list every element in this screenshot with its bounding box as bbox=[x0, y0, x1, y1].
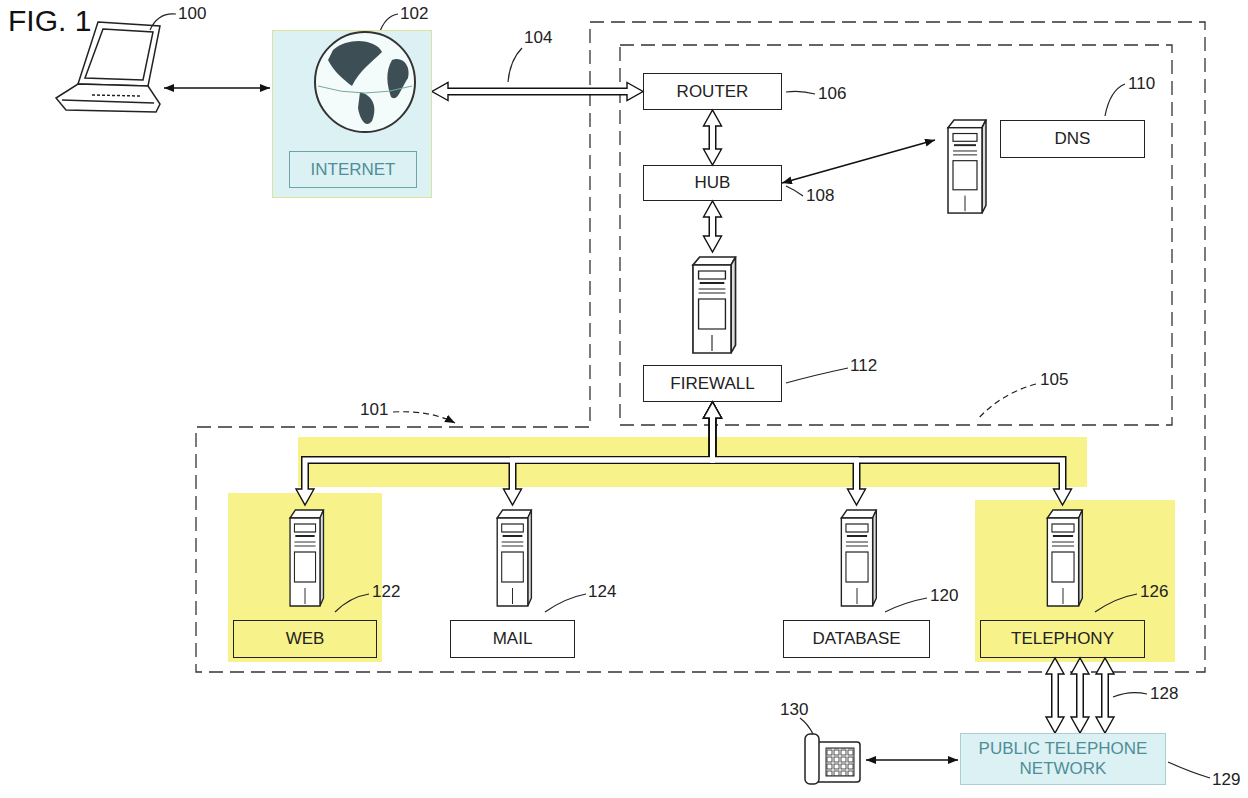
callout-holder: 102 bbox=[400, 4, 428, 24]
connector-core bbox=[305, 414, 713, 493]
callout-number: 106 bbox=[818, 84, 846, 104]
router-box: ROUTER bbox=[643, 73, 782, 110]
link-arrow bbox=[866, 759, 958, 761]
node-label: ROUTER bbox=[677, 82, 749, 102]
callout-number: 124 bbox=[588, 582, 616, 602]
firewall-server: FIREWALL bbox=[643, 252, 782, 402]
callout-holder: 105 bbox=[1040, 370, 1068, 390]
web-server: WEB bbox=[233, 505, 377, 658]
telephone-drawing bbox=[805, 734, 860, 784]
highlight-band bbox=[228, 493, 382, 662]
callout-holder: 108 bbox=[806, 186, 834, 206]
region-outline bbox=[196, 22, 1205, 672]
node-label: WEB bbox=[286, 629, 325, 649]
telephony-server: TELEPHONY bbox=[980, 505, 1145, 658]
callout-number: 130 bbox=[780, 700, 808, 720]
telephone-network: PUBLIC TELEPHONE NETWORK bbox=[960, 733, 1166, 785]
callout-holder: 129 bbox=[1212, 770, 1240, 790]
link-arrow bbox=[164, 87, 270, 89]
globe-drawing bbox=[315, 32, 415, 132]
callout-holder: 130 bbox=[780, 700, 808, 720]
callout-number: 110 bbox=[1128, 74, 1155, 94]
connector-core bbox=[444, 89, 631, 94]
label-box: WEB bbox=[233, 620, 377, 658]
connector bbox=[709, 120, 717, 155]
node-label: INTERNET bbox=[311, 160, 396, 180]
dns-server: DNS bbox=[935, 115, 1145, 215]
connector bbox=[713, 412, 1063, 495]
connector-core bbox=[710, 213, 715, 240]
figure-title: FIG. 1 bbox=[8, 4, 91, 39]
callout-number: 122 bbox=[372, 582, 400, 602]
hub-box: HUB bbox=[643, 165, 782, 201]
connector bbox=[305, 412, 713, 495]
callout-holder: 124 bbox=[588, 582, 616, 602]
callout-number: 112 bbox=[850, 356, 877, 376]
callout-holder: 100 bbox=[178, 4, 206, 24]
region-outline bbox=[620, 45, 1172, 425]
connector-core bbox=[710, 122, 715, 153]
node-label: DATABASE bbox=[812, 629, 900, 649]
server-icons bbox=[290, 120, 1082, 606]
figure-title-holder: FIG. 1 bbox=[8, 4, 91, 39]
callout-number: 104 bbox=[524, 28, 552, 48]
callout-holder: 104 bbox=[524, 28, 552, 48]
node-label: FIREWALL bbox=[670, 374, 754, 394]
label-box: DATABASE bbox=[783, 620, 930, 658]
connector bbox=[1076, 668, 1084, 723]
label-box: DNS bbox=[1000, 120, 1145, 158]
callout-holder: 106 bbox=[818, 84, 846, 104]
callout-number: 101 bbox=[360, 400, 388, 420]
callout-number: 128 bbox=[1150, 684, 1178, 704]
label-box: TELEPHONY bbox=[980, 620, 1145, 658]
callout-number: 108 bbox=[806, 186, 834, 206]
callout-number: 120 bbox=[930, 586, 958, 606]
label-box: MAIL bbox=[450, 620, 575, 658]
callout-number: 129 bbox=[1212, 770, 1240, 790]
connector-core bbox=[713, 414, 1063, 493]
connector bbox=[442, 88, 633, 96]
connector-core bbox=[513, 414, 713, 493]
connector bbox=[513, 412, 713, 495]
node-label: TELEPHONY bbox=[1011, 629, 1114, 649]
node-label: MAIL bbox=[493, 629, 533, 649]
callout-holder: 122 bbox=[372, 582, 400, 602]
connector-core bbox=[1053, 670, 1058, 721]
connector-core bbox=[1103, 670, 1108, 721]
callout-holder: 101 bbox=[360, 400, 388, 420]
node-label: HUB bbox=[695, 173, 731, 193]
node-label: PUBLIC TELEPHONE NETWORK bbox=[969, 739, 1157, 778]
label-box: FIREWALL bbox=[643, 365, 782, 402]
node-label: DNS bbox=[1055, 129, 1091, 149]
callout-holder: 126 bbox=[1140, 582, 1168, 602]
callout-holder: 112 bbox=[850, 356, 877, 376]
connector bbox=[1051, 668, 1059, 723]
connector bbox=[713, 412, 857, 495]
highlight-band bbox=[975, 500, 1175, 662]
callout-number: 105 bbox=[1040, 370, 1068, 390]
database-server: DATABASE bbox=[783, 505, 930, 658]
mail-server: MAIL bbox=[450, 505, 575, 658]
label-box: INTERNET bbox=[289, 151, 417, 188]
connector bbox=[782, 140, 935, 183]
callout-holder: 110 bbox=[1128, 74, 1155, 94]
callout-number: 126 bbox=[1140, 582, 1168, 602]
connector-core bbox=[1078, 670, 1083, 721]
callout-holder: 120 bbox=[930, 586, 958, 606]
internet-cloud: INTERNET bbox=[272, 30, 432, 198]
connector-core bbox=[713, 414, 857, 493]
callout-number: 100 bbox=[178, 4, 206, 24]
connector bbox=[709, 211, 717, 242]
connector bbox=[1101, 668, 1109, 723]
leader-lines bbox=[150, 14, 1210, 778]
callout-number: 102 bbox=[400, 4, 428, 24]
callout-holder: 128 bbox=[1150, 684, 1178, 704]
